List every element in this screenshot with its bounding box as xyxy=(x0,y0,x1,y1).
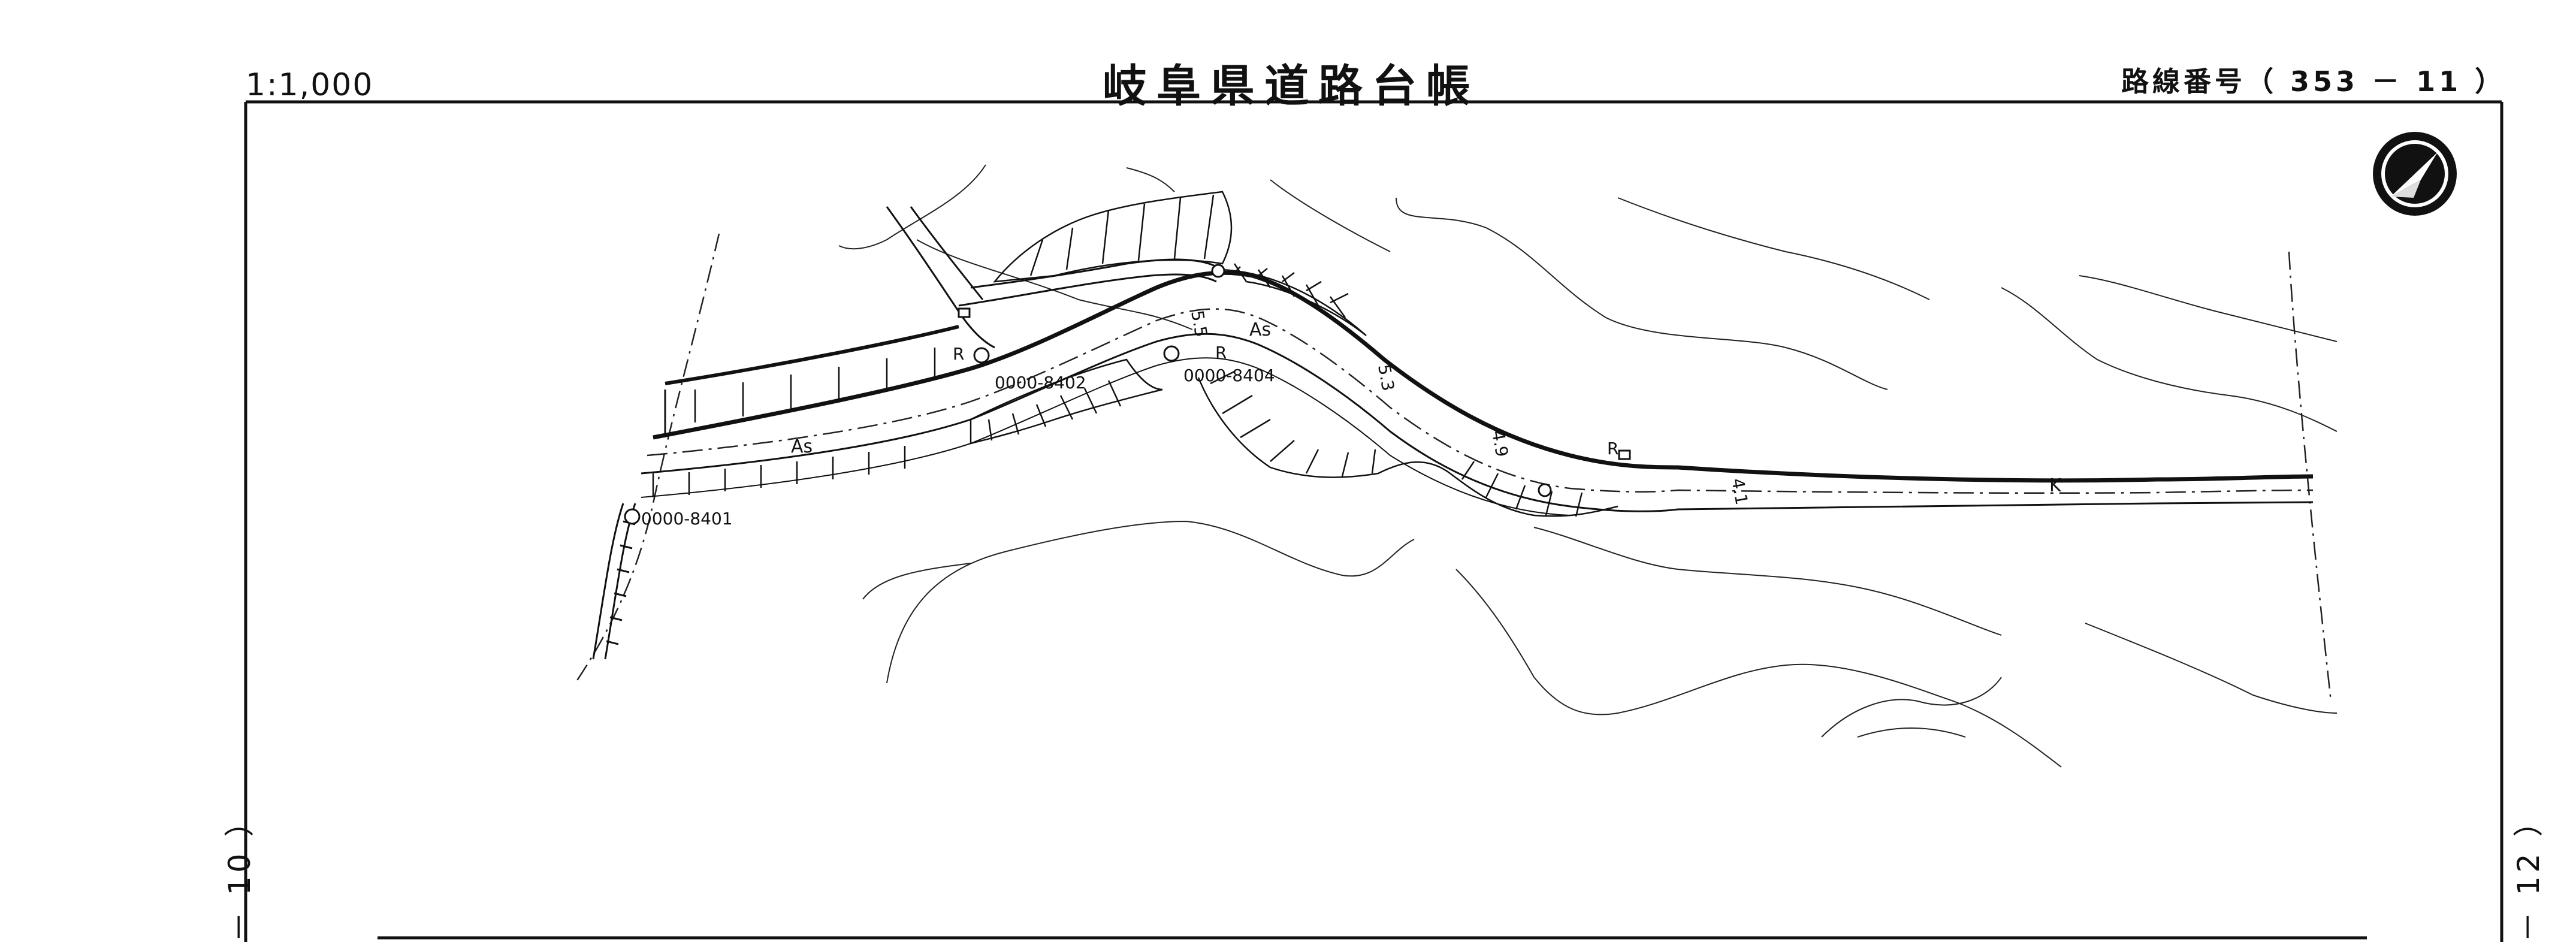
marker-8404-icon xyxy=(1163,345,1180,362)
north-arrow-icon xyxy=(2373,132,2457,216)
sheet-title: 岐阜県道路台帳 xyxy=(1103,61,1480,112)
marker-label: 0000-8404 xyxy=(1183,366,1275,385)
surface-label: As xyxy=(1249,319,1271,340)
width-label: 4.1 xyxy=(1728,476,1751,506)
surface-label: K xyxy=(2049,475,2062,496)
survey-markers xyxy=(624,264,1631,525)
symbol-label: R xyxy=(1215,343,1227,363)
sheet-frame xyxy=(244,100,2503,942)
side-branch-road xyxy=(886,206,1217,349)
width-label: 5.5 xyxy=(1187,309,1211,339)
symbol-label: R xyxy=(1607,439,1618,458)
width-label: 4.9 xyxy=(1488,428,1512,458)
route-number-label: 路線番号（ 353 － 11 ） xyxy=(2121,65,2506,98)
marker-8402-icon xyxy=(973,347,990,364)
boundary-lines xyxy=(574,233,2332,702)
scale-label: 1:1,000 xyxy=(246,67,374,103)
surface-label: As xyxy=(791,436,813,457)
width-label: 5.3 xyxy=(1374,363,1398,393)
marker-label: 0000-8402 xyxy=(995,373,1086,393)
terrain-contours xyxy=(838,164,2338,768)
symbol-label: R xyxy=(953,344,964,364)
road-centerline xyxy=(647,308,2314,494)
embankment-hatching xyxy=(652,191,1618,517)
marker-label: 0000-8401 xyxy=(641,509,733,529)
main-road-edges xyxy=(641,270,2314,516)
marker-8401-icon xyxy=(624,508,641,525)
